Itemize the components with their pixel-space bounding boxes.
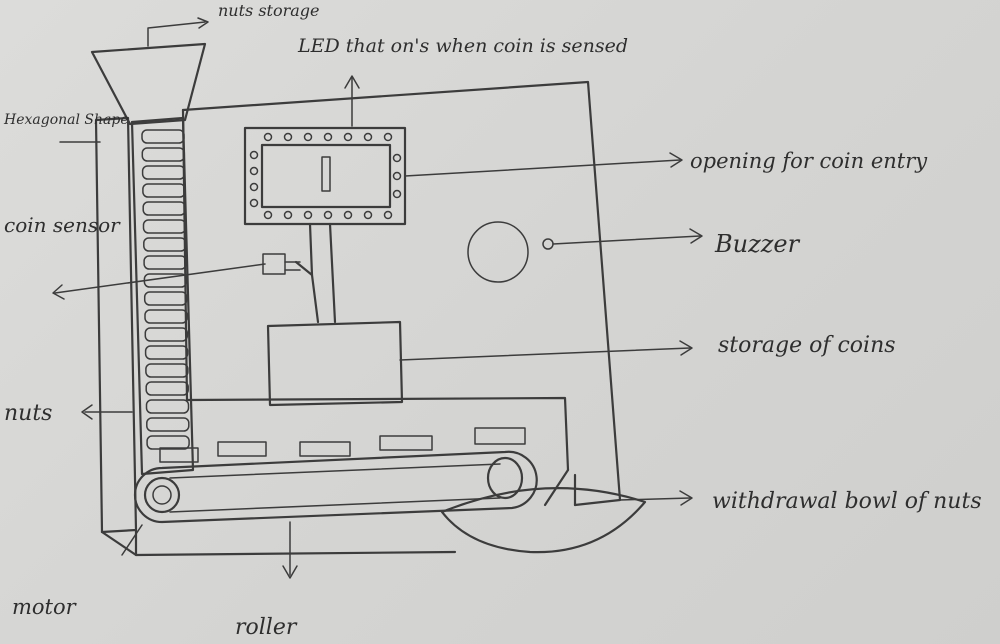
label-roller: roller bbox=[235, 615, 298, 640]
nuts-tube bbox=[96, 118, 193, 532]
led-dot bbox=[345, 134, 352, 141]
led-dot bbox=[251, 184, 258, 191]
label-coin-opening: opening for coin entry bbox=[690, 149, 928, 173]
led-dot bbox=[385, 134, 392, 141]
label-motor: motor bbox=[12, 595, 78, 619]
motor-roller bbox=[145, 478, 179, 512]
nut-piece bbox=[147, 400, 189, 413]
led-dot bbox=[265, 212, 272, 219]
coin-entry-panel bbox=[245, 128, 405, 224]
led-dot bbox=[394, 191, 401, 198]
nut-piece bbox=[145, 310, 187, 323]
nut-piece bbox=[146, 382, 188, 395]
coin-chute bbox=[263, 224, 335, 322]
nut-piece bbox=[146, 346, 188, 359]
label-led: LED that on's when coin is sensed bbox=[297, 35, 628, 57]
led-dot bbox=[305, 212, 312, 219]
nut-piece bbox=[142, 130, 184, 143]
nut-stack bbox=[142, 130, 189, 449]
led-dot bbox=[394, 155, 401, 162]
withdrawal-bowl bbox=[442, 488, 645, 552]
led-dot bbox=[385, 212, 392, 219]
label-nuts-storage: nuts storage bbox=[218, 1, 320, 20]
label-hexagonal-shape: Hexagonal Shape bbox=[3, 112, 129, 128]
nut-piece bbox=[143, 184, 185, 197]
nut-piece bbox=[143, 166, 185, 179]
coin-sensor bbox=[263, 254, 285, 274]
nut-piece bbox=[144, 256, 186, 269]
base-platform bbox=[102, 398, 568, 555]
led-dot bbox=[325, 134, 332, 141]
led-dot bbox=[251, 152, 258, 159]
nut-piece bbox=[145, 292, 187, 305]
nut-piece bbox=[142, 148, 184, 161]
nut-piece bbox=[147, 436, 189, 449]
nut-piece bbox=[147, 418, 189, 431]
led-dot bbox=[345, 212, 352, 219]
led-dots bbox=[251, 134, 401, 219]
led-dot bbox=[251, 200, 258, 207]
buzzer bbox=[468, 222, 553, 282]
nut-piece bbox=[143, 202, 185, 215]
led-dot bbox=[325, 212, 332, 219]
label-nuts: nuts bbox=[4, 401, 52, 426]
led-dot bbox=[365, 212, 372, 219]
coin-storage-box bbox=[268, 322, 402, 405]
led-dot bbox=[285, 212, 292, 219]
led-dot bbox=[394, 173, 401, 180]
belt-nuts bbox=[160, 428, 525, 462]
led-dot bbox=[285, 134, 292, 141]
label-buzzer: Buzzer bbox=[714, 230, 801, 258]
led-dot bbox=[265, 134, 272, 141]
label-coin-storage: storage of coins bbox=[718, 333, 896, 358]
nut-piece bbox=[144, 220, 186, 233]
nut-piece bbox=[144, 238, 186, 251]
nut-piece bbox=[145, 328, 187, 341]
labels: nuts storage LED that on's when coin is … bbox=[3, 1, 982, 640]
led-dot bbox=[251, 168, 258, 175]
nut-piece bbox=[146, 364, 188, 377]
label-withdrawal-bowl: withdrawal bowl of nuts bbox=[712, 489, 982, 514]
led-dot bbox=[305, 134, 312, 141]
label-coin-sensor: coin sensor bbox=[4, 213, 121, 237]
led-dot bbox=[365, 134, 372, 141]
coin-slot bbox=[322, 157, 330, 191]
